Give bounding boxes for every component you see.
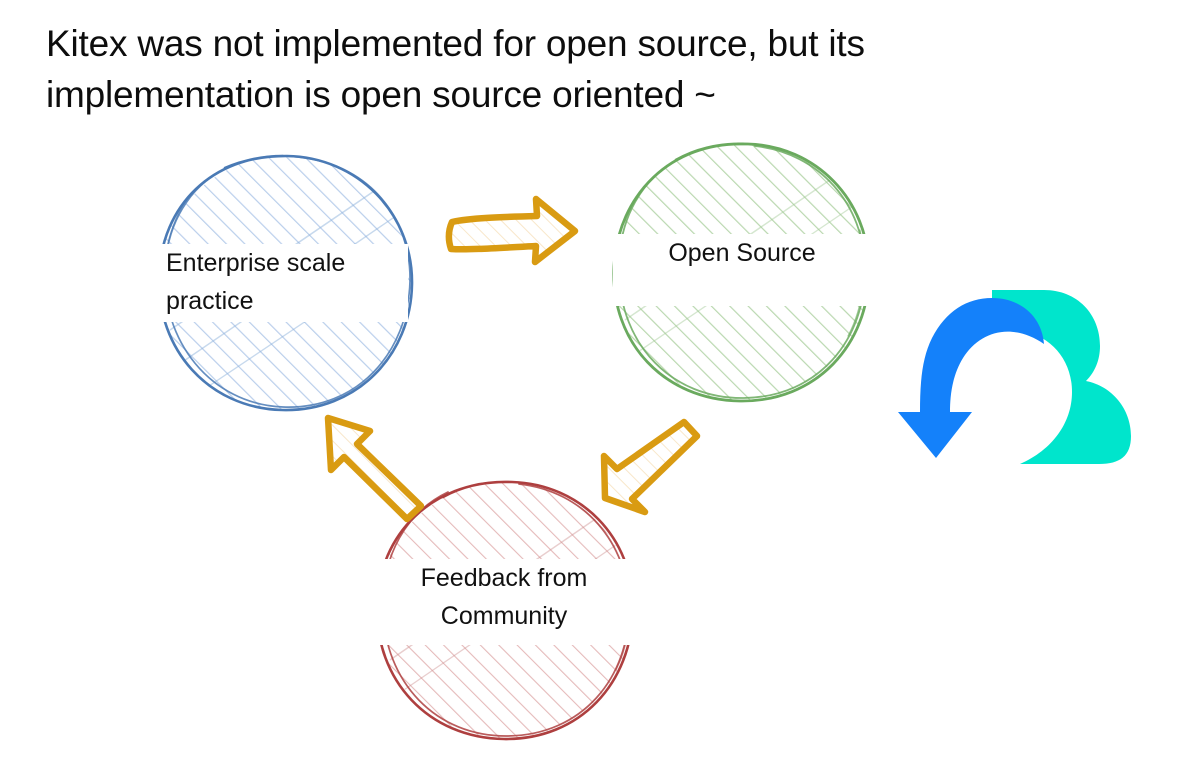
cloudwego-logo-svg [898, 290, 1131, 464]
arrow-open-source-to-feedback [600, 418, 701, 516]
cloud-shape-icon [992, 290, 1131, 464]
curved-arrow-icon [898, 298, 1044, 458]
arrow-feedback-to-enterprise [324, 414, 425, 523]
arrow-right-outline [445, 195, 579, 266]
arrow-down-left-outline [600, 418, 701, 516]
node-feedback-label: Feedback from Community [373, 559, 635, 645]
node-enterprise-label: Enterprise scale practice [152, 244, 408, 322]
cloudwego-logo [884, 286, 1136, 466]
arrow-enterprise-to-open-source [445, 195, 579, 266]
arrow-up-left-outline [324, 414, 425, 523]
arrow-up-left-fill [329, 420, 421, 518]
node-open-source-outline [612, 142, 871, 403]
page-title: Kitex was not implemented for open sourc… [46, 23, 865, 116]
arrow-down-left-fill [605, 424, 694, 511]
node-open-source-label: Open Source [613, 234, 871, 306]
